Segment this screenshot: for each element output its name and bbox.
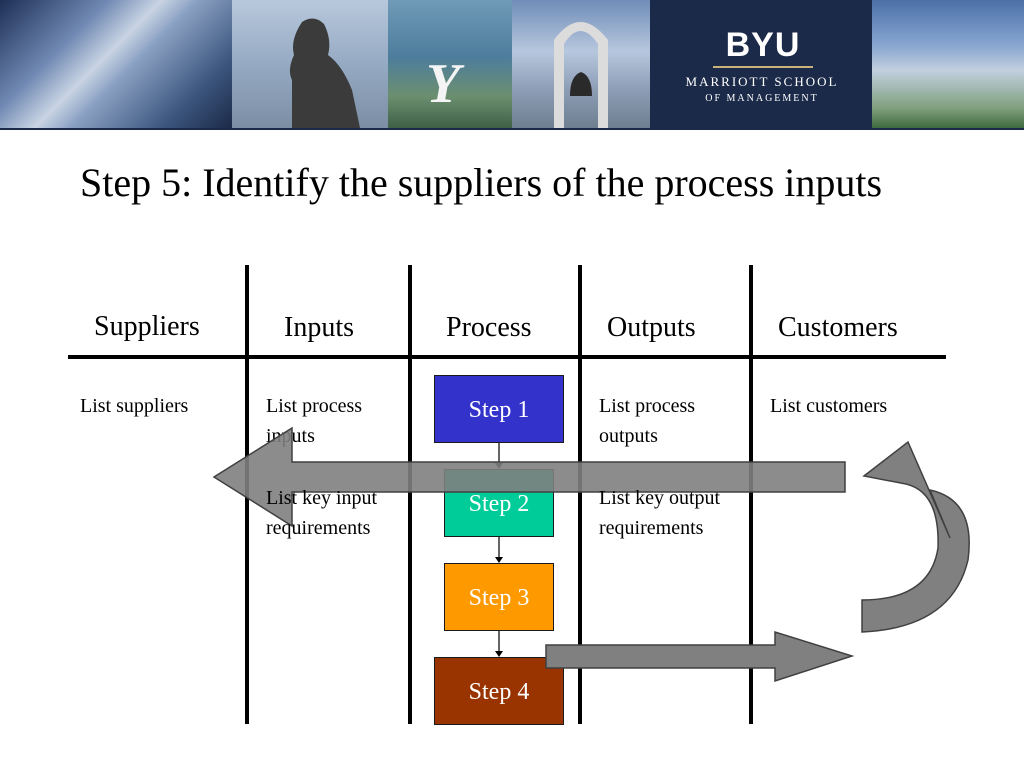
y-logo: Y xyxy=(426,53,461,115)
banner-photo-statue xyxy=(232,0,388,128)
connector-3-4-head xyxy=(495,651,503,657)
inputs-text-2: List key input requirements xyxy=(266,487,378,539)
slide-title: Step 5: Identify the suppliers of the pr… xyxy=(80,160,883,205)
school-name-line2: OF MANAGEMENT xyxy=(705,93,819,104)
inputs-text-1: List process inputs xyxy=(266,395,363,447)
banner-photo-y-mountain: Y xyxy=(388,0,512,128)
banner-photo-building-right xyxy=(872,0,1024,128)
step-4-box: Step 4 xyxy=(434,657,564,725)
column-header-outputs: Outputs xyxy=(607,312,696,343)
statue-silhouette xyxy=(289,18,360,128)
column-header-suppliers: Suppliers xyxy=(94,311,200,342)
logo-divider xyxy=(713,66,813,68)
step-3-box: Step 3 xyxy=(444,563,554,631)
connector-2-3-head xyxy=(495,557,503,563)
outputs-text-1: List process outputs xyxy=(599,395,696,447)
outputs-text-2: List key output requirements xyxy=(599,487,721,539)
banner-photo-building xyxy=(0,0,232,128)
column-header-inputs: Inputs xyxy=(284,312,354,343)
suppliers-text: List suppliers xyxy=(80,395,189,417)
banner-logo-area xyxy=(650,0,872,128)
column-header-customers: Customers xyxy=(778,312,898,343)
bell-tower xyxy=(554,22,608,128)
customers-text: List customers xyxy=(770,395,888,417)
step-1-box: Step 1 xyxy=(434,375,564,443)
column-header-process: Process xyxy=(446,312,532,343)
byu-logo: BYU xyxy=(725,26,801,64)
banner-photo-bell xyxy=(512,0,650,128)
header-banner: Y BYU MARRIOTT SCHOOL OF MANAGEMENT xyxy=(0,0,1024,130)
school-name-line1: MARRIOTT SCHOOL xyxy=(685,74,839,89)
step-2-box: Step 2 xyxy=(444,469,554,537)
banner-rule xyxy=(0,128,1024,130)
